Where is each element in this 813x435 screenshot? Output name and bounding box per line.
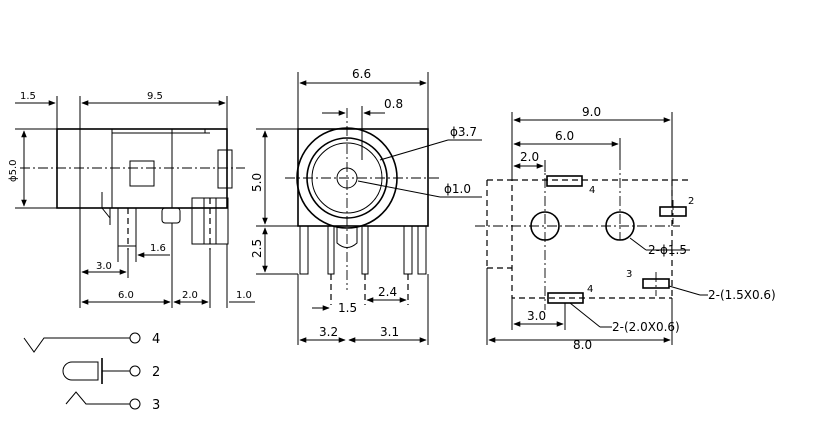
dim-front-2-5: 2.5: [250, 239, 264, 258]
dim-side-diameter: ϕ5.0: [8, 160, 19, 183]
dim-fp-2-0: 2.0: [520, 150, 539, 164]
front-body-outline: [297, 128, 429, 227]
pad-4-top-label: 4: [589, 185, 595, 196]
dim-front-2-4: 2.4: [378, 285, 397, 299]
schematic-spring-contact: [23, 337, 130, 353]
side-pin-mid: [161, 207, 181, 224]
side-body-outline: [56, 128, 228, 209]
dim-front-pin-hole: ϕ1.0: [444, 182, 471, 196]
dim-side-2-0: 2.0: [182, 290, 198, 301]
dim-side-1-5: 1.5: [20, 91, 36, 102]
dim-front-1-5: 1.5: [338, 301, 357, 315]
pad-2-label: 2: [688, 196, 694, 207]
dim-front-6-6: 6.6: [352, 67, 371, 81]
dim-front-3-1: 3.1: [380, 325, 399, 339]
schematic-pin-4-terminal: [129, 332, 141, 344]
dim-front-0-8: 0.8: [384, 97, 403, 111]
dim-fp-9-0: 9.0: [582, 105, 601, 119]
pad-4-bottom-label: 4: [587, 284, 593, 295]
dim-front-5-0: 5.0: [250, 173, 264, 192]
dim-fp-6-0: 6.0: [555, 129, 574, 143]
footprint-hole-right: [605, 211, 635, 241]
dim-front-3-2: 3.2: [319, 325, 338, 339]
footprint-hole-left: [530, 211, 560, 241]
dim-front-bore: ϕ3.7: [450, 125, 477, 139]
front-view: 6.6 0.8 ϕ3.7 ϕ1.0 5.0 2.5 1.5 2.4 3.2 3.…: [250, 67, 482, 345]
pad-3-label: 3: [626, 269, 632, 280]
schematic-pin-4-label: 4: [152, 332, 160, 347]
schematic-pin-3-terminal: [129, 398, 141, 410]
dim-side-3-0: 3.0: [96, 261, 112, 272]
schematic-sleeve-contact: [65, 391, 130, 405]
label-fp-holes: 2-ϕ1.5: [648, 243, 687, 257]
footprint-pad-4-top: [546, 175, 583, 187]
front-pin-left: [299, 225, 309, 275]
schematic-pin-2-terminal: [129, 365, 141, 377]
dim-side-1-0: 1.0: [236, 290, 252, 301]
pcb-footprint: 4 2 3 4 9.0 6.0 2.0 2-ϕ1.5 2-(1.5X0.6) 2…: [475, 105, 776, 352]
dim-side-9-5: 9.5: [147, 91, 163, 102]
schematic-pin-3-label: 3: [152, 398, 160, 413]
dim-side-1-6: 1.6: [150, 243, 166, 254]
dim-fp-8-0: 8.0: [573, 338, 592, 352]
side-view: 1.5 9.5 ϕ5.0 1.6 3.0 6.0 2.0 1.0: [8, 91, 255, 308]
side-pin-left: [117, 207, 137, 247]
front-pin-right: [417, 225, 427, 275]
footprint-outline: [487, 179, 672, 299]
label-fp-slot-small: 2-(1.5X0.6): [708, 288, 776, 302]
schematic-pin-2-label: 2: [152, 365, 160, 380]
schematic-plug-tip: [62, 361, 99, 381]
dim-side-6-0: 6.0: [118, 290, 134, 301]
label-fp-slot-large: 2-(2.0X0.6): [612, 320, 680, 334]
dim-fp-3-0: 3.0: [527, 309, 546, 323]
schematic-symbol: 4 2 3: [23, 332, 160, 413]
